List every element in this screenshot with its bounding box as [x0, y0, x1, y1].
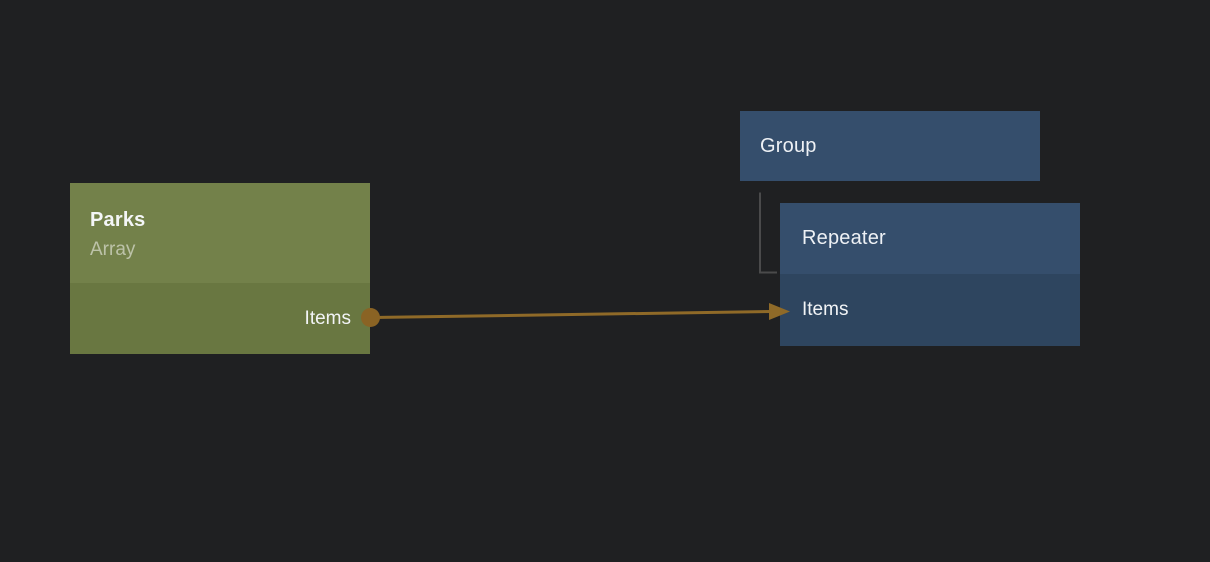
- node-parks-header: Parks Array: [70, 183, 370, 283]
- node-parks[interactable]: Parks Array Items: [70, 183, 370, 354]
- node-parks-subtitle: Array: [90, 239, 136, 260]
- binding-connector-arrowhead-icon: [769, 303, 790, 320]
- node-repeater-port-items-label: Items: [802, 299, 849, 320]
- node-group-title: Group: [760, 134, 817, 157]
- binding-connector[interactable]: [361, 303, 790, 327]
- binding-connector-source-dot: [361, 308, 380, 327]
- node-parks-port-items[interactable]: Items: [70, 283, 370, 354]
- node-repeater-port-items[interactable]: Items: [780, 274, 1080, 346]
- node-group[interactable]: Group: [740, 111, 1040, 181]
- binding-connector-line: [375, 310, 772, 319]
- node-repeater-header: Repeater: [780, 203, 1080, 274]
- node-parks-port-items-label: Items: [304, 307, 351, 329]
- node-repeater[interactable]: Repeater Items: [780, 203, 1080, 346]
- node-parks-title: Parks: [90, 209, 146, 231]
- group-repeater-hierarchy-line: [759, 192, 777, 274]
- node-repeater-title: Repeater: [802, 227, 886, 249]
